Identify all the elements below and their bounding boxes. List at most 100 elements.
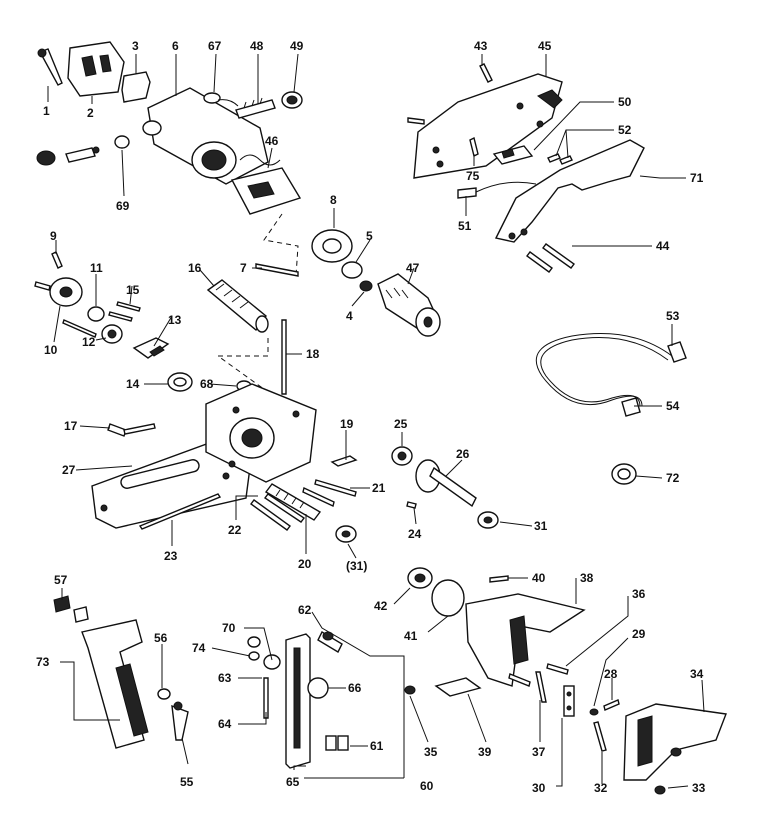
label-21: 21 (372, 481, 386, 495)
washer-8 (311, 229, 353, 263)
switch-50 (492, 145, 534, 165)
label-13: 13 (168, 313, 182, 327)
label-63: 63 (218, 671, 232, 685)
label-22: 22 (228, 523, 242, 537)
label-31: 31 (534, 519, 548, 533)
label-12: 12 (82, 335, 96, 349)
stand-73 (81, 619, 149, 749)
label-45: 45 (538, 39, 552, 53)
label-46: 46 (265, 134, 279, 148)
plate-39 (434, 677, 482, 697)
label-10: 10 (44, 343, 58, 357)
rod-18 (281, 319, 287, 395)
knob-left (36, 150, 56, 166)
clamp-67 (203, 92, 239, 107)
adjusting-screw-20 (264, 483, 322, 521)
label-37: 37 (532, 745, 546, 759)
ring-4 (359, 280, 373, 292)
label-39: 39 (478, 745, 492, 759)
label-2: 2 (87, 106, 94, 120)
label-69: 69 (116, 199, 130, 213)
label-65: 65 (286, 775, 300, 789)
label-5: 5 (366, 229, 373, 243)
knob-66 (307, 677, 329, 699)
blocks-61 (325, 735, 349, 751)
label-61: 61 (370, 739, 384, 753)
label-8: 8 (330, 193, 337, 207)
screw-40 (489, 575, 509, 583)
rod-left (62, 319, 97, 338)
label-71: 71 (690, 171, 704, 185)
screw-32 (593, 721, 607, 752)
bolts-21 (302, 479, 357, 507)
label-47: 47 (406, 261, 420, 275)
washer-56 (157, 688, 171, 700)
plug-51 (457, 181, 537, 199)
label-48: 48 (250, 39, 264, 53)
label-27: 27 (62, 463, 76, 477)
label-9: 9 (50, 229, 57, 243)
label-33: 33 (692, 781, 706, 795)
bolt-7 (255, 263, 299, 277)
pin-75 (469, 136, 479, 158)
field-coil-46 (230, 154, 302, 215)
screw-9 (51, 251, 63, 269)
clip-19 (330, 455, 358, 467)
label-29: 29 (632, 627, 646, 641)
label-60: 60 (420, 779, 434, 793)
screws-52 (547, 153, 573, 165)
label-74: 74 (192, 641, 206, 655)
label-55: 55 (180, 775, 194, 789)
brush-left (65, 146, 100, 163)
handle-71 (494, 139, 645, 243)
label-24: 24 (408, 527, 422, 541)
screw-28 (603, 699, 620, 711)
armature-47 (377, 273, 441, 337)
label-43: 43 (474, 39, 488, 53)
label-52: 52 (618, 123, 632, 137)
label-17: 17 (64, 419, 78, 433)
label-30: 30 (532, 781, 546, 795)
bolt-side (508, 673, 531, 687)
screw-64 (263, 677, 269, 719)
screw-43 (479, 63, 493, 83)
bolts-22 (250, 493, 306, 531)
plug-54 (621, 397, 641, 417)
label-11: 11 (90, 261, 103, 275)
label-16: 16 (188, 261, 202, 275)
handle-cover-45 (413, 73, 563, 179)
label-75: 75 (466, 169, 480, 183)
label-70: 70 (222, 621, 236, 635)
bearing-25 (391, 446, 413, 466)
bearing-5 (341, 261, 363, 279)
screw-70 (247, 636, 261, 648)
label-15: 15 (126, 283, 140, 297)
spindle-13 (132, 337, 170, 359)
label-53: 53 (666, 309, 680, 323)
bearing-12 (101, 324, 123, 344)
plate-30 (563, 685, 575, 717)
screws-44 (526, 243, 575, 273)
screw-small-top (407, 117, 425, 125)
label-56: 56 (154, 631, 168, 645)
spring-48 (235, 97, 276, 119)
screw-1 (37, 48, 63, 86)
washer-11 (87, 306, 105, 322)
pin-37 (535, 671, 547, 703)
label-73: 73 (36, 655, 50, 669)
label-67: 67 (208, 39, 222, 53)
bracket-65 (285, 633, 311, 769)
label-57: 57 (54, 573, 68, 587)
label-31-paren: (31) (346, 559, 367, 573)
disc-41 (431, 579, 465, 617)
label-35: 35 (424, 745, 438, 759)
label-3: 3 (132, 39, 139, 53)
label-1: 1 (43, 104, 50, 118)
motor-housing-6 (142, 87, 269, 185)
label-4: 4 (346, 309, 353, 323)
label-14: 14 (126, 377, 140, 391)
label-6: 6 (172, 39, 179, 53)
label-7: 7 (240, 261, 247, 275)
label-20: 20 (298, 557, 312, 571)
label-34: 34 (690, 667, 704, 681)
